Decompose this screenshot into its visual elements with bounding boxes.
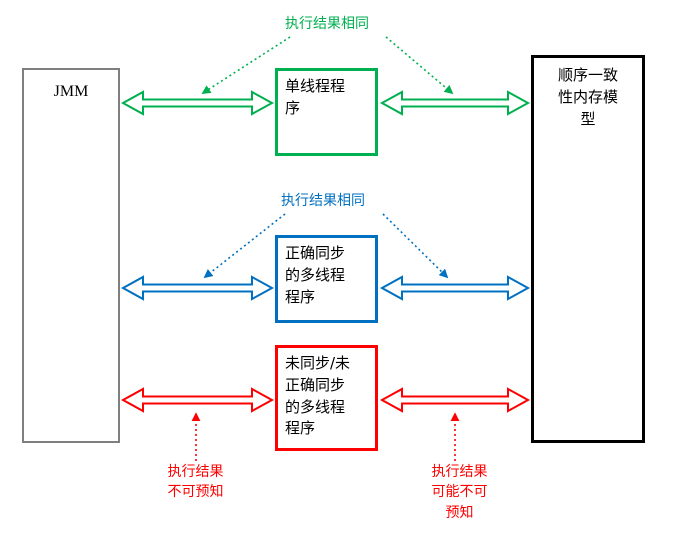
single-thread-program-label: 单线程程序 [285, 77, 346, 117]
unsynced-multithread-program-label: 未同步/未正确同步的多线程程序 [285, 354, 351, 438]
annotation-same-result-middle: 执行结果相同 [281, 193, 365, 209]
annotation-same-result-top: 执行结果相同 [285, 16, 369, 32]
dotted-arrow-green-right [385, 36, 454, 95]
dotted-arrow-green-left [201, 36, 291, 94]
double-arrow-blue-left [120, 275, 275, 301]
dotted-arrow-blue-right [382, 213, 449, 279]
sequential-consistency-box: 顺序一致性内存模型 [531, 55, 645, 443]
double-arrow-red-left [120, 387, 275, 413]
sequential-consistency-label: 顺序一致性内存模型 [557, 66, 618, 128]
double-arrow-red-right [379, 387, 531, 413]
double-arrow-green-right [379, 90, 531, 116]
jmm-box-label: JMM [53, 83, 89, 100]
annotation-maybe-unpredictable-right: 执行结果 可能不可 预知 [431, 464, 488, 521]
double-arrow-green-left [120, 90, 275, 116]
synced-multithread-program-box: 正确同步的多线程程序 [275, 235, 378, 323]
double-arrow-blue-right [379, 275, 531, 301]
jmm-box: JMM [22, 68, 120, 443]
synced-multithread-program-label: 正确同步的多线程程序 [285, 244, 346, 306]
dotted-arrow-blue-left [203, 213, 286, 279]
single-thread-program-box: 单线程程序 [275, 68, 378, 156]
unsynced-multithread-program-box: 未同步/未正确同步的多线程程序 [275, 345, 378, 451]
annotation-unpredictable-left: 执行结果 不可预知 [167, 464, 224, 501]
